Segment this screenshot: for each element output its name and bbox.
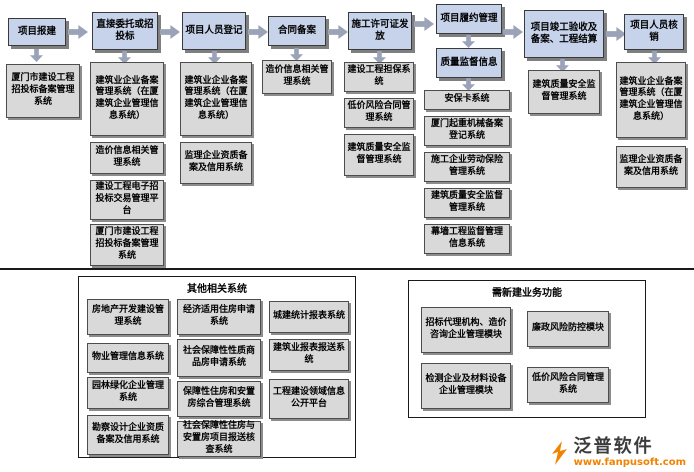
watermark: 泛普软件 www.fanpusoft.com bbox=[549, 437, 686, 468]
function-box: 检测企业及材料设备企业管理模块 bbox=[421, 363, 511, 409]
system-box: 建筑质量安全监督管理系统 bbox=[344, 134, 414, 176]
section-divider bbox=[0, 268, 694, 270]
fanpu-logo-icon bbox=[551, 440, 567, 465]
arrow-down-icon bbox=[30, 49, 43, 62]
system-box: 工程建设领域信息公开平台 bbox=[269, 379, 349, 419]
system-box: 勘察设计企业资质备案及信用系统 bbox=[87, 415, 169, 455]
system-box: 社会保障性性质商品房申请系统 bbox=[177, 339, 261, 377]
watermark-url[interactable]: www.fanpusoft.com bbox=[573, 457, 686, 468]
system-box: 经济适用住房申请系统 bbox=[177, 299, 261, 335]
system-box: 安保卡系统 bbox=[424, 90, 510, 110]
system-box: 建筑质量安全监督管理系统 bbox=[424, 188, 510, 218]
system-box: 造价信息相关管理系统 bbox=[262, 60, 332, 94]
arrow-right-icon bbox=[248, 24, 268, 40]
system-box: 造价信息相关管理系统 bbox=[90, 142, 164, 174]
arrow-right-icon bbox=[68, 24, 88, 40]
system-box: 建筑业企业备案管理系统（在厦建筑企业管理信息系统） bbox=[180, 62, 252, 136]
other-systems-panel: 其他相关系统 房地产开发建设管理系统 经济适用住房申请系统 城建统计报表系统 物… bbox=[78, 276, 356, 458]
flow-step-project-registration: 项目报建 bbox=[8, 18, 66, 46]
system-box: 厦门市建设工程招投标备案管理系统 bbox=[90, 224, 164, 266]
function-box: 招标代理机构、造价咨询企业管理模块 bbox=[421, 307, 511, 353]
arrow-right-icon bbox=[328, 24, 348, 40]
system-box: 厦门起重机械备案登记系统 bbox=[424, 116, 510, 146]
watermark-brand: 泛普软件 bbox=[573, 436, 654, 458]
system-box: 厦门市建设工程招投标备案管理系统 bbox=[6, 64, 80, 118]
system-box: 物业管理信息系统 bbox=[87, 343, 169, 373]
function-box: 廉政风险防控模块 bbox=[527, 311, 609, 347]
system-box: 建设工程担保系统 bbox=[344, 62, 414, 92]
flow-step-quality-supervision-info: 质量监督信息 bbox=[436, 48, 502, 78]
flow-step-contract-filing: 合同备案 bbox=[268, 16, 326, 46]
system-box: 幕墙工程监督管理信息系统 bbox=[424, 224, 510, 254]
system-box: 建设工程电子招投标交易管理平台 bbox=[90, 180, 164, 220]
system-box: 监理企业资质备案及信用系统 bbox=[616, 146, 686, 188]
system-box: 建筑业报表报送系统 bbox=[269, 339, 349, 371]
arrow-right-icon bbox=[606, 26, 626, 42]
flow-step-direct-commission-or-bidding: 直接委托或招投标 bbox=[92, 12, 158, 50]
new-functions-panel: 需新建业务功能 招标代理机构、造价咨询企业管理模块 廉政风险防控模块 检测企业及… bbox=[408, 280, 646, 418]
flow-step-personnel-registration: 项目人员登记 bbox=[182, 12, 246, 50]
system-box: 建筑业企业备案管理系统（在厦建筑企业管理信息系统） bbox=[90, 62, 164, 136]
flow-step-performance-management: 项目履约管理 bbox=[436, 4, 502, 34]
system-box: 监理企业资质备案及信用系统 bbox=[180, 142, 252, 184]
arrow-right-icon bbox=[503, 24, 523, 40]
arrow-right-icon bbox=[414, 16, 434, 32]
arrow-down-icon bbox=[462, 35, 475, 48]
system-box: 园林绿化企业管理系统 bbox=[87, 377, 169, 409]
system-box: 建筑业企业备案管理系统（在厦建筑企业管理信息系统） bbox=[616, 62, 686, 138]
system-box: 保障性住房和安置房综合管理系统 bbox=[177, 381, 261, 417]
system-box: 社会保障性住房与安置房项目报送核查系统 bbox=[177, 421, 261, 457]
flow-step-personnel-writeoff: 项目人员核销 bbox=[624, 14, 684, 50]
system-box: 施工企业劳动保险管理系统 bbox=[424, 152, 510, 182]
system-box: 建筑质量安全监督管理系统 bbox=[528, 70, 600, 114]
function-box: 低价风险合同管理系统 bbox=[527, 367, 609, 403]
system-box: 城建统计报表系统 bbox=[269, 301, 349, 333]
flow-step-construction-permit: 施工许可证发放 bbox=[348, 12, 412, 50]
flow-step-completion-acceptance-settlement: 项目竣工验收及备案、工程结算 bbox=[524, 10, 604, 58]
other-systems-title: 其他相关系统 bbox=[187, 284, 247, 295]
system-box: 房地产开发建设管理系统 bbox=[87, 299, 169, 335]
arrow-right-icon bbox=[160, 24, 180, 40]
system-box: 低价风险合同管理系统 bbox=[344, 98, 414, 128]
new-functions-title: 需新建业务功能 bbox=[492, 288, 562, 299]
